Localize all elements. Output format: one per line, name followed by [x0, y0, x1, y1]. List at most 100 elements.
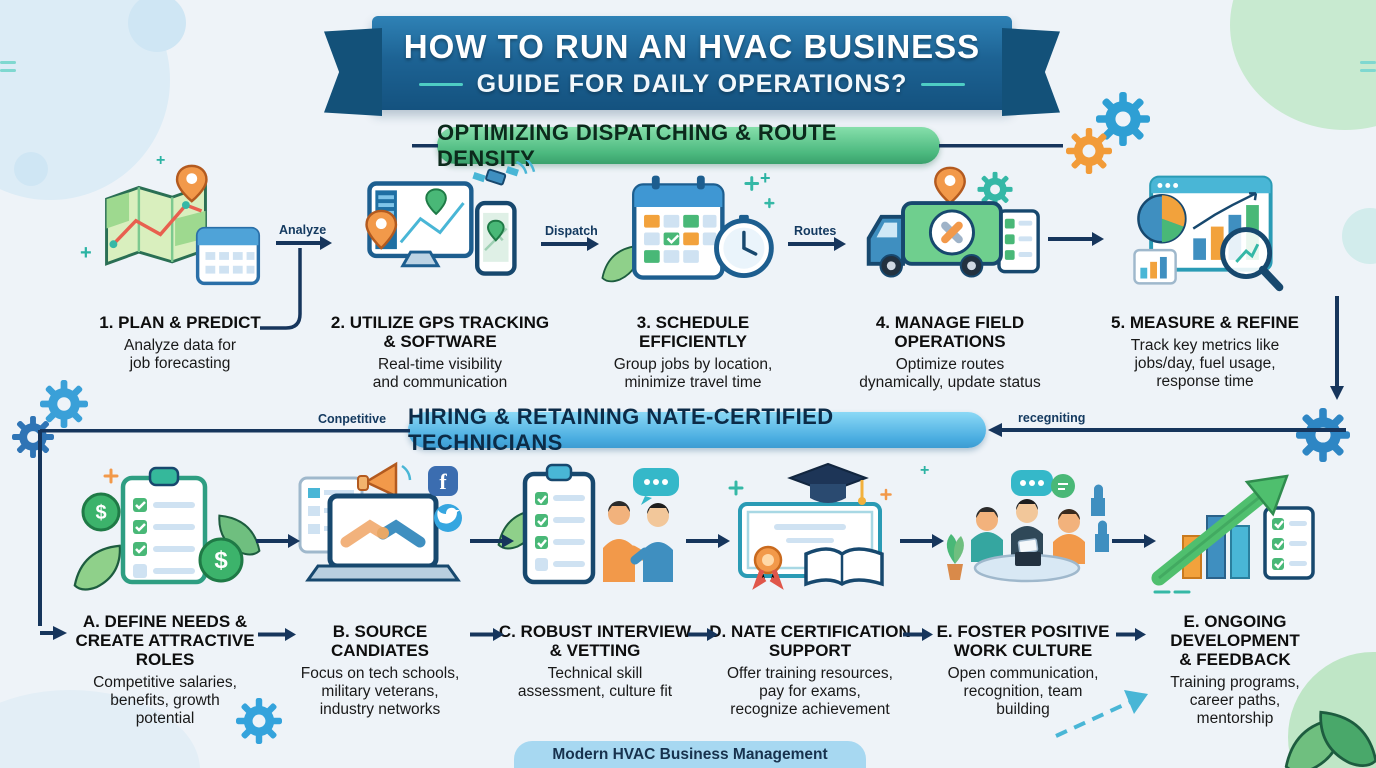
step-4-heading: 4. MANAGE FIELD OPERATIONS: [875, 313, 1025, 352]
plant: [946, 534, 964, 580]
step-b: B. SOURCE CANDIATES Focus on tech school…: [272, 622, 488, 719]
step-c-description: Technical skill assessment, culture fit: [517, 665, 673, 700]
arrow-a-b-text: [258, 628, 296, 641]
team-culture-icon: [946, 470, 1109, 583]
left-drop-connector: [38, 430, 67, 640]
step-5-description: Track key metrics like jobs/day, fuel us…: [1130, 337, 1280, 390]
arrow-down-right-side: [1330, 296, 1344, 400]
sparkle-icon: +: [760, 168, 771, 188]
step-a-description: Competitive salaries, benefits, growth p…: [93, 674, 237, 727]
left-connector-label: Conpetitive: [318, 412, 387, 426]
step-4-description: Optimize routes dynamically, update stat…: [859, 356, 1041, 391]
section1-left-line: [412, 144, 438, 148]
arrow-label-dispatch: Dispatch: [545, 224, 598, 238]
step-1-heading: 1. PLAN & PREDICT: [99, 313, 261, 332]
dash-decoration-left: [418, 83, 463, 86]
title-line2: GUIDE FOR DAILY OPERATIONS?: [476, 70, 908, 98]
step-d-heading: D. NATE CERTIFICATION SUPPORT: [709, 622, 911, 661]
decor-blob-topleft-small: [128, 0, 186, 52]
section2-header-pill: HIRING & RETAINING NATE-CERTIFIED TECHNI…: [408, 404, 986, 455]
step-b-heading: B. SOURCE CANDIATES: [331, 622, 429, 661]
arrow-step3-step4: [788, 237, 846, 251]
sourcing-laptop-icon: f: [298, 461, 462, 582]
gear-icon: [236, 698, 282, 744]
section1-header: OPTIMIZING DISPATCHING & ROUTE DENSITY: [437, 119, 837, 171]
decor-blob-right: [1342, 208, 1376, 264]
right-connector-label: recegniting: [1018, 411, 1086, 425]
satellite: [472, 160, 536, 186]
arrow-d-e-text: [903, 628, 933, 641]
arrow-label-routes: Routes: [794, 224, 837, 238]
footer-label: Modern HVAC Business Management: [552, 745, 828, 763]
arrow-into-section2: [988, 423, 1346, 437]
section1-right-line: [939, 144, 1063, 148]
metrics-dashboard-icon: [1133, 175, 1284, 292]
decor-blob-topright: [1230, 0, 1376, 130]
arrow-step1-step2: [276, 236, 332, 250]
step-2-heading: 2. UTILIZE GPS TRACKING & SOFTWARE: [330, 313, 550, 352]
arrow-d-e-icons: [900, 534, 944, 548]
arrow-b-c-text: [470, 628, 504, 641]
step-a: A. DEFINE NEEDS & CREATE ATTRACTIVE ROLE…: [55, 612, 275, 728]
left-connector-line: [40, 429, 410, 433]
arrow-e-e2-icons: [1112, 534, 1156, 548]
step-e2: E. ONGOING DEVELOPMENT & FEEDBACK Traini…: [1128, 612, 1342, 728]
step-1: 1. PLAN & PREDICT Analyze data for job f…: [55, 313, 305, 373]
step-d-description: Offer training resources, pay for exams,…: [727, 665, 893, 718]
svg-text:$: $: [95, 502, 106, 524]
step-e2-description: Training programs, career paths, mentors…: [1170, 674, 1300, 727]
sparkle-icon: +: [920, 462, 930, 479]
step-3: 3. SCHEDULE EFFICIENTLY Group jobs by lo…: [570, 313, 816, 392]
section2-header: HIRING & RETAINING NATE-CERTIFIED TECHNI…: [408, 404, 834, 455]
step-c: C. ROBUST INTERVIEW & VETTING Technical …: [488, 622, 702, 701]
megaphone: [357, 461, 412, 498]
step-3-description: Group jobs by location, minimize travel …: [613, 356, 773, 391]
title-line2-row: GUIDE FOR DAILY OPERATIONS?: [372, 70, 1012, 99]
arrow-step4-step5: [1048, 232, 1104, 246]
step-5: 5. MEASURE & REFINE Track key metrics li…: [1080, 313, 1330, 390]
decor-blob-left-small: [14, 152, 48, 186]
step-e2-heading: E. ONGOING DEVELOPMENT & FEEDBACK: [1170, 612, 1300, 670]
dash-decoration-right: [921, 83, 966, 86]
step-5-heading: 5. MEASURE & REFINE: [1111, 313, 1299, 332]
step-c-heading: C. ROBUST INTERVIEW & VETTING: [498, 622, 692, 661]
gps-tracking-icon: [365, 160, 536, 276]
service-truck-icon: [866, 166, 1040, 278]
step-b-description: Focus on tech schools, military veterans…: [300, 665, 460, 718]
leaves-decoration: [1284, 710, 1376, 768]
title-banner: HOW TO RUN AN HVAC BUSINESS GUIDE FOR DA…: [372, 16, 1012, 110]
step-1-description: Analyze data for job forecasting: [123, 337, 236, 372]
edge-lines-left: [0, 56, 16, 77]
sparkle-icon: +: [80, 242, 92, 264]
step-a-heading: A. DEFINE NEEDS & CREATE ATTRACTIVE ROLE…: [75, 612, 255, 670]
arrow-label-analyze: Analyze: [279, 223, 327, 237]
footer-banner: Modern HVAC Business Management: [514, 741, 866, 768]
arrow-a-b-icons: [256, 534, 300, 548]
growth-chart-icon: [1151, 474, 1315, 594]
arrow-b-c-icons: [470, 534, 514, 548]
step-e1: E. FOSTER POSITIVE WORK CULTURE Open com…: [918, 622, 1128, 719]
edge-lines-right: [1360, 56, 1376, 77]
step-2: 2. UTILIZE GPS TRACKING & SOFTWARE Real-…: [315, 313, 565, 392]
clipboard-dollar-icon: $ $: [73, 466, 261, 591]
graduation-cap: [787, 462, 869, 505]
arrow-c-d-icons: [686, 534, 730, 548]
map-calendar-icon: [105, 164, 261, 286]
step-e1-heading: E. FOSTER POSITIVE WORK CULTURE: [936, 622, 1110, 661]
step-3-heading: 3. SCHEDULE EFFICIENTLY: [636, 313, 750, 352]
section1-header-pill: OPTIMIZING DISPATCHING & ROUTE DENSITY: [437, 120, 940, 171]
step-e1-description: Open communication, recognition, team bu…: [947, 665, 1099, 718]
step-2-description: Real-time visibility and communication: [372, 356, 508, 391]
svg-text:$: $: [214, 547, 228, 574]
title-line1: HOW TO RUN AN HVAC BUSINESS: [403, 28, 981, 65]
svg-text:f: f: [439, 469, 447, 494]
interview-checklist-icon: [497, 463, 679, 585]
arrow-step2-step3: [541, 237, 599, 251]
arrow-c-d-text: [688, 628, 718, 641]
step-d: D. NATE CERTIFICATION SUPPORT Offer trai…: [703, 622, 917, 719]
thumbs-up: [1091, 484, 1109, 552]
sparkle-icon: +: [156, 152, 166, 169]
certificate-gradcap-icon: [728, 462, 892, 590]
step-4: 4. MANAGE FIELD OPERATIONS Optimize rout…: [825, 313, 1075, 392]
